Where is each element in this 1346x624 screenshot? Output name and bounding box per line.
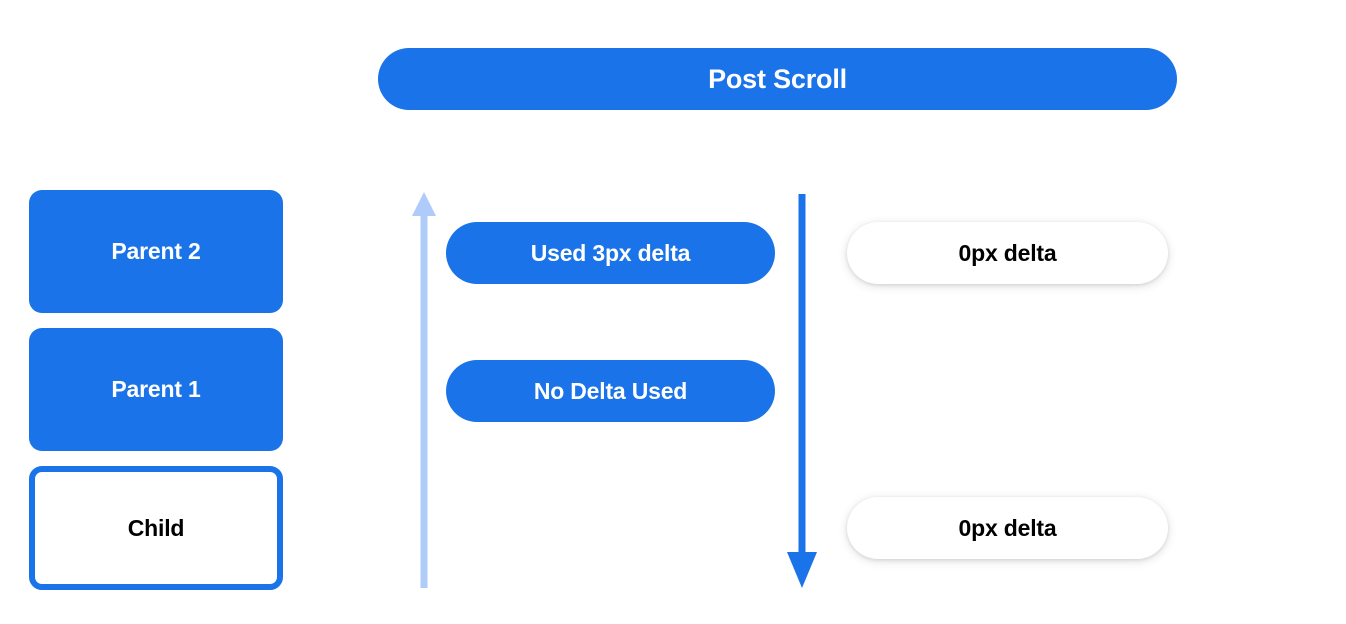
result-pill-label: 0px delta [958, 514, 1057, 541]
scroll-down-arrow-icon [787, 194, 817, 588]
page-title-label: Post Scroll [708, 63, 847, 94]
scroll-up-arrow-icon [412, 192, 436, 588]
delta-pill-label: Used 3px delta [530, 239, 691, 266]
result-pill-bottom[interactable]: 0px delta [847, 497, 1168, 559]
node-box-child[interactable]: Child [29, 466, 283, 590]
node-box-label: Parent 2 [111, 238, 201, 264]
node-box-label: Parent 1 [111, 376, 201, 402]
result-pill-top[interactable]: 0px delta [847, 222, 1168, 284]
page-title: Post Scroll [378, 48, 1177, 110]
node-box-label: Child [127, 514, 185, 541]
node-box-parent-2[interactable]: Parent 2 [29, 190, 283, 313]
delta-pill-used-3px[interactable]: Used 3px delta [446, 222, 775, 284]
delta-pill-no-delta[interactable]: No Delta Used [446, 360, 775, 422]
result-pill-label: 0px delta [958, 239, 1057, 266]
delta-pill-label: No Delta Used [533, 377, 688, 404]
node-box-parent-1[interactable]: Parent 1 [29, 328, 283, 451]
